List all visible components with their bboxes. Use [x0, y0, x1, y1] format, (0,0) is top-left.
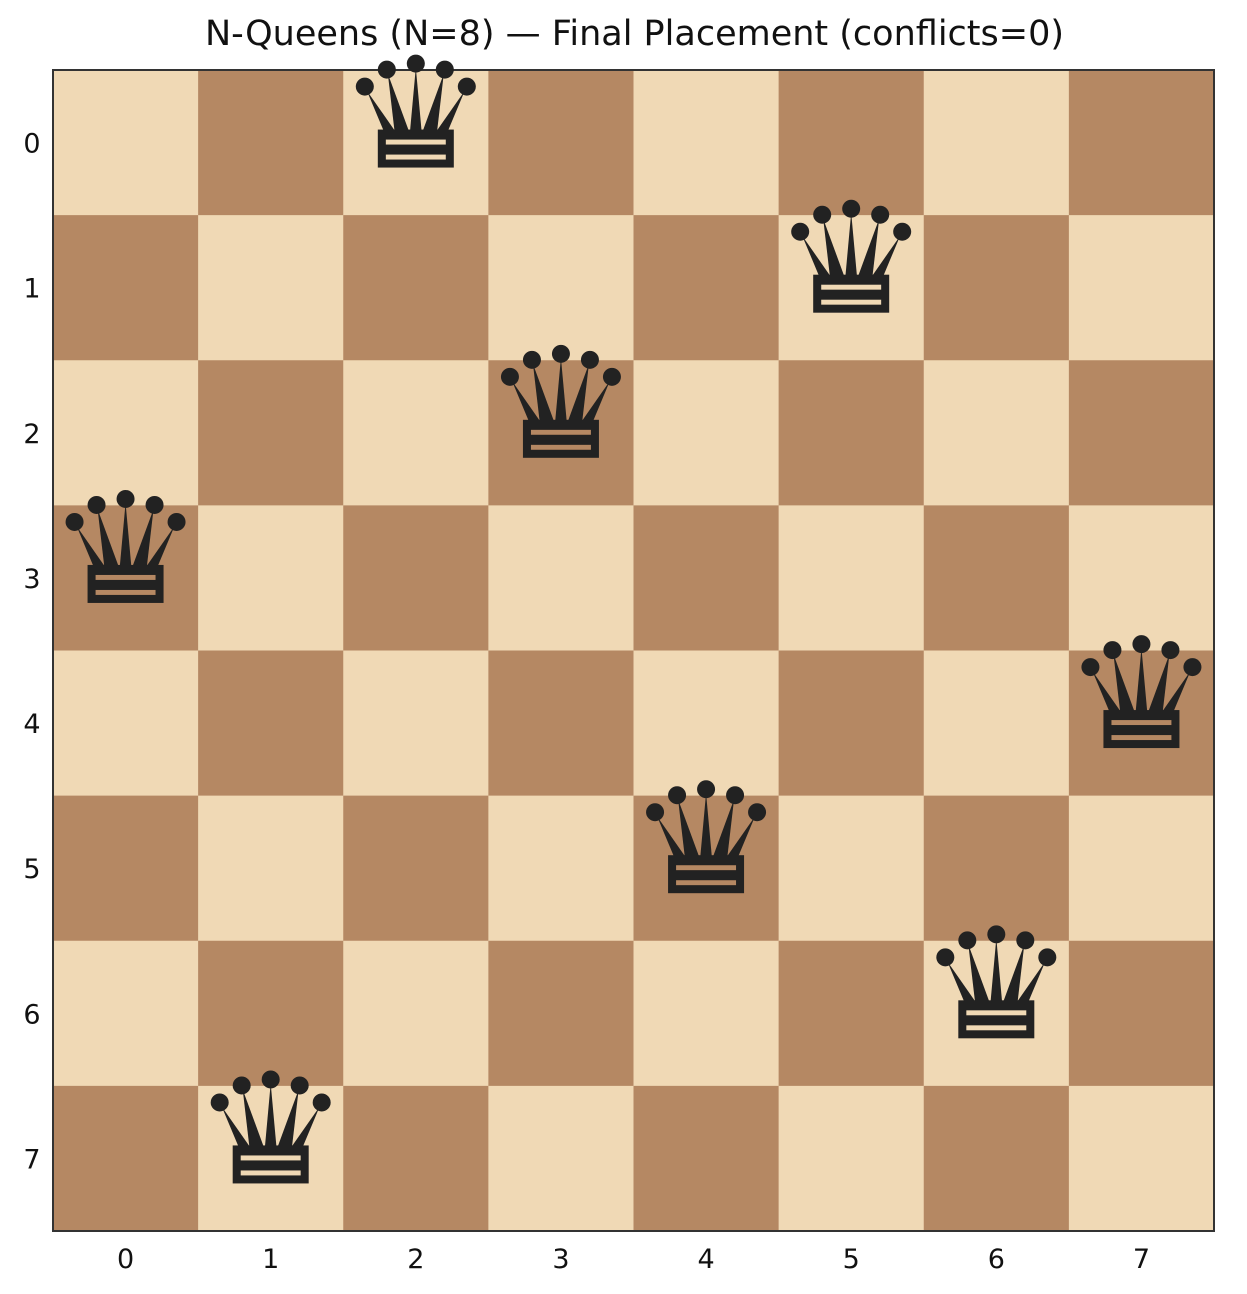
board-square-r1-c7[interactable]	[1068, 215, 1215, 361]
board-square-r4-c4[interactable]	[633, 650, 780, 797]
board-square-r6-c5[interactable]	[778, 940, 925, 1087]
board-square-r3-c1[interactable]	[198, 505, 344, 651]
board-square-r0-c1[interactable]	[198, 70, 344, 216]
row-label: 5	[23, 854, 40, 885]
board-square-r5-c6[interactable]	[923, 795, 1070, 942]
board-square-r6-c0[interactable]	[53, 940, 199, 1087]
board-square-r6-c7[interactable]	[1068, 940, 1215, 1087]
row-label: 0	[23, 129, 40, 160]
col-label: 7	[1133, 1244, 1150, 1275]
board-square-r6-c1[interactable]	[198, 940, 344, 1087]
board-square-r7-c5[interactable]	[778, 1085, 925, 1232]
board-square-r0-c4[interactable]	[633, 70, 780, 216]
black-queen-icon[interactable]	[500, 344, 621, 458]
board-square-r4-c2[interactable]	[343, 650, 489, 797]
board-square-r7-c4[interactable]	[633, 1085, 780, 1232]
board-square-r4-c5[interactable]	[778, 650, 925, 797]
black-queen-icon[interactable]	[936, 925, 1057, 1039]
board-square-r5-c2[interactable]	[343, 795, 489, 942]
board-square-r2-c6[interactable]	[923, 360, 1070, 506]
col-label: 4	[697, 1244, 714, 1275]
board-square-r3-c3[interactable]	[488, 505, 634, 651]
row-label: 7	[23, 1144, 40, 1175]
board-square-r7-c0[interactable]	[53, 1085, 199, 1232]
row-label: 2	[23, 419, 40, 450]
board-square-r0-c5[interactable]	[778, 70, 925, 216]
board-square-r3-c6[interactable]	[923, 505, 1070, 651]
board-square-r5-c5[interactable]	[778, 795, 925, 942]
board-square-r2-c2[interactable]	[343, 360, 489, 506]
board-square-r3-c7[interactable]	[1068, 505, 1215, 651]
col-label: 3	[552, 1244, 569, 1275]
black-queen-icon[interactable]	[65, 489, 186, 603]
board-square-r4-c3[interactable]	[488, 650, 634, 797]
col-label: 0	[117, 1244, 134, 1275]
board-border	[52, 69, 1215, 1232]
black-queen-icon[interactable]	[791, 199, 912, 313]
row-label: 1	[23, 274, 40, 305]
board-square-r4-c6[interactable]	[923, 650, 1070, 797]
board-square-r2-c7[interactable]	[1068, 360, 1215, 506]
board-square-r6-c4[interactable]	[633, 940, 780, 1087]
board-square-r7-c7[interactable]	[1068, 1085, 1215, 1232]
board-square-r3-c2[interactable]	[343, 505, 489, 651]
board-square-r1-c4[interactable]	[633, 215, 780, 361]
board-square-r6-c3[interactable]	[488, 940, 634, 1087]
board-square-r4-c0[interactable]	[53, 650, 199, 797]
board-square-r5-c7[interactable]	[1068, 795, 1215, 942]
board-square-r1-c3[interactable]	[488, 215, 634, 361]
board-square-r3-c5[interactable]	[778, 505, 925, 651]
board-square-r6-c2[interactable]	[343, 940, 489, 1087]
board-square-r5-c1[interactable]	[198, 795, 344, 942]
board-square-r5-c3[interactable]	[488, 795, 634, 942]
board-square-r5-c0[interactable]	[53, 795, 199, 942]
black-queen-icon[interactable]	[355, 54, 476, 168]
board-square-r2-c4[interactable]	[633, 360, 780, 506]
col-label: 1	[262, 1244, 279, 1275]
board-square-r0-c3[interactable]	[488, 70, 634, 216]
black-queen-icon[interactable]	[1081, 635, 1202, 749]
board-square-r1-c2[interactable]	[343, 215, 489, 361]
board-square-r2-c5[interactable]	[778, 360, 925, 506]
board-square-r0-c7[interactable]	[1068, 70, 1215, 216]
col-label: 2	[407, 1244, 424, 1275]
board-square-r0-c0[interactable]	[53, 70, 199, 216]
black-queen-icon[interactable]	[210, 1070, 331, 1184]
board-square-r1-c0[interactable]	[53, 215, 199, 361]
board-square-r1-c6[interactable]	[923, 215, 1070, 361]
board-square-r2-c0[interactable]	[53, 360, 199, 506]
board-square-r7-c6[interactable]	[923, 1085, 1070, 1232]
board-square-r7-c2[interactable]	[343, 1085, 489, 1232]
row-label: 4	[23, 709, 40, 740]
col-label: 5	[843, 1244, 860, 1275]
board-square-r1-c1[interactable]	[198, 215, 344, 361]
row-label: 6	[23, 999, 40, 1030]
row-label: 3	[23, 564, 40, 595]
board-square-r2-c1[interactable]	[198, 360, 344, 506]
col-label: 6	[988, 1244, 1005, 1275]
board-square-r7-c3[interactable]	[488, 1085, 634, 1232]
board-square-r0-c6[interactable]	[923, 70, 1070, 216]
board-title: N-Queens (N=8) — Final Placement (confli…	[205, 14, 1064, 54]
board-square-r3-c4[interactable]	[633, 505, 780, 651]
black-queen-icon[interactable]	[646, 780, 767, 894]
board-square-r4-c1[interactable]	[198, 650, 344, 797]
